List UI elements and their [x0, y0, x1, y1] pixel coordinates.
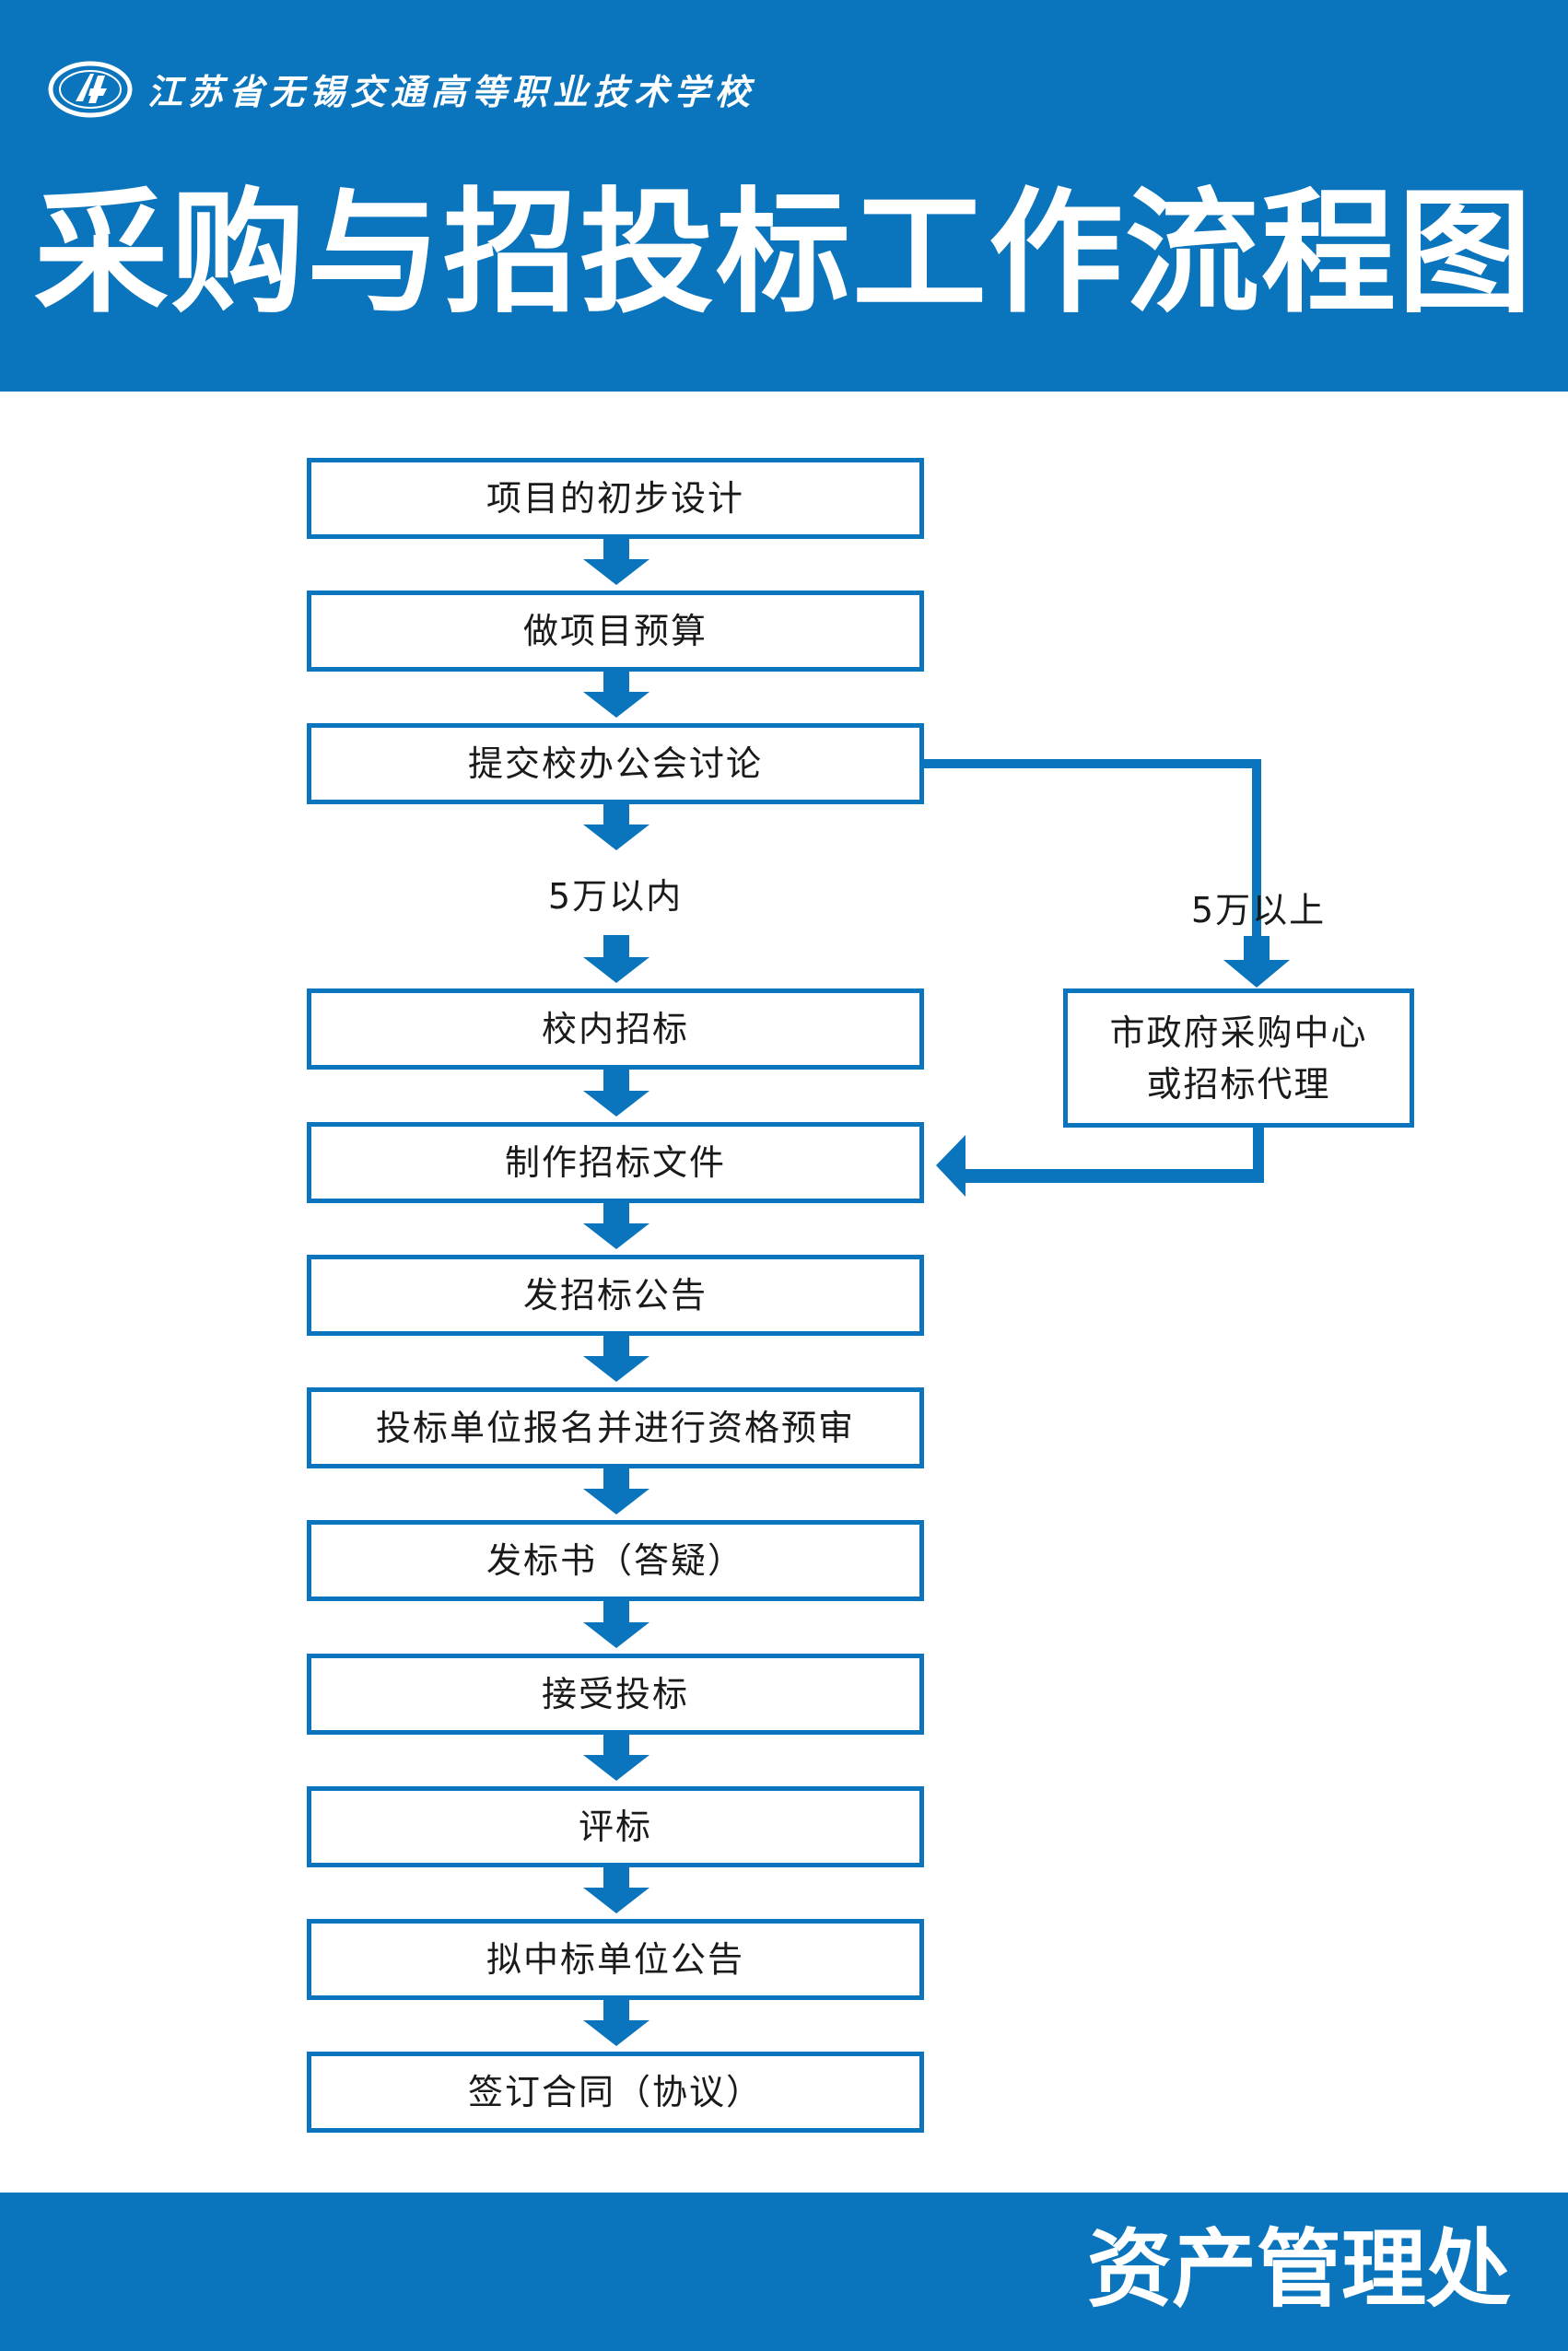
- down-arrow-icon: [583, 1998, 649, 2046]
- down-arrow-icon: [1223, 936, 1290, 988]
- step-8-label: 发标书（答疑）: [486, 1540, 744, 1581]
- step-10-label: 评标: [578, 1807, 652, 1847]
- step-9-label: 接受投标: [541, 1674, 689, 1714]
- step-5-box: 制作招标文件: [307, 1122, 924, 1203]
- down-arrow-icon: [583, 537, 649, 585]
- step-5-label: 制作招标文件: [504, 1142, 726, 1183]
- school-name: 江苏省无锡交通高等职业技术学校: [147, 71, 756, 112]
- step-2-box: 做项目预算: [307, 591, 924, 672]
- branch-left-label: 5万以内: [547, 876, 684, 917]
- down-arrow-icon: [583, 1733, 649, 1781]
- step-11-box: 拟中标单位公告: [307, 1919, 924, 2000]
- step-6-label: 发招标公告: [522, 1275, 708, 1316]
- footer-band: [0, 2193, 1568, 2351]
- step-1-box: 项目的初步设计: [307, 458, 924, 539]
- step-3-label: 提交校办公会讨论: [467, 743, 763, 784]
- return-connector-horizontal: [958, 1169, 1264, 1183]
- branch-connector-horizontal: [924, 759, 1261, 768]
- header-band: [0, 0, 1568, 392]
- down-arrow-icon: [583, 670, 649, 718]
- branch-connector-vertical: [1252, 759, 1261, 936]
- step-12-box: 签订合同（协议）: [307, 2052, 924, 2133]
- down-arrow-icon: [583, 935, 649, 983]
- external-agency-box: 市政府采购中心 或招标代理: [1063, 988, 1414, 1128]
- step-8-box: 发标书（答疑）: [307, 1520, 924, 1601]
- down-arrow-icon: [583, 1600, 649, 1648]
- step-10-box: 评标: [307, 1786, 924, 1867]
- step-2-label: 做项目预算: [522, 611, 708, 651]
- step-1-label: 项目的初步设计: [486, 478, 744, 519]
- down-arrow-icon: [583, 1069, 649, 1117]
- branch-right-label: 5万以上: [1190, 890, 1327, 930]
- step-7-box: 投标单位报名并进行资格预审: [307, 1387, 924, 1468]
- step-7-label: 投标单位报名并进行资格预审: [375, 1408, 855, 1448]
- step-6-box: 发招标公告: [307, 1255, 924, 1336]
- down-arrow-icon: [583, 1467, 649, 1515]
- down-arrow-icon: [583, 802, 649, 850]
- page-title: 采购与招投标工作流程图: [34, 174, 1534, 332]
- school-emblem-icon: [48, 61, 133, 118]
- down-arrow-icon: [583, 1201, 649, 1249]
- step-11-label: 拟中标单位公告: [486, 1939, 744, 1980]
- down-arrow-icon: [583, 1866, 649, 1913]
- step-4-label: 校内招标: [541, 1009, 689, 1049]
- step-12-label: 签订合同（协议）: [467, 2072, 763, 2112]
- external-agency-line-1: 市政府采购中心: [1109, 1012, 1368, 1053]
- step-9-box: 接受投标: [307, 1654, 924, 1735]
- external-agency-line-2: 或招标代理: [1146, 1063, 1331, 1105]
- department-name: 资产管理处: [1087, 2219, 1512, 2319]
- step-4-box: 校内招标: [307, 988, 924, 1070]
- left-arrow-icon: [936, 1135, 965, 1197]
- step-3-box: 提交校办公会讨论: [307, 723, 924, 804]
- down-arrow-icon: [583, 1334, 649, 1382]
